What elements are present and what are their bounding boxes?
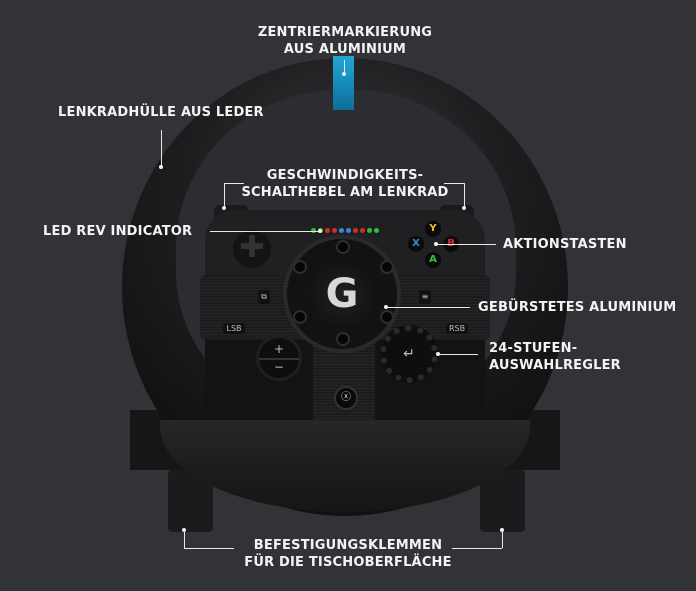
callout-line xyxy=(210,231,320,232)
callout-line xyxy=(344,60,345,74)
led-light xyxy=(346,228,351,233)
rsb-button[interactable]: RSB xyxy=(446,323,468,334)
ring-button[interactable] xyxy=(336,332,350,346)
menu-button[interactable]: ≡ xyxy=(419,290,431,304)
label-action-buttons: AKTIONSTASTEN xyxy=(503,237,627,252)
led-light xyxy=(367,228,372,233)
callout-line xyxy=(452,548,502,549)
callout-dot xyxy=(159,165,163,169)
label-centering-mark: ZENTRIERMARKIERUNG AUS ALUMINIUM xyxy=(257,25,433,57)
callout-line xyxy=(224,183,225,207)
led-light xyxy=(311,228,316,233)
ring-button[interactable] xyxy=(380,310,394,324)
led-light xyxy=(339,228,344,233)
plus-label: + xyxy=(273,342,285,356)
led-light xyxy=(353,228,358,233)
ring-button[interactable] xyxy=(293,310,307,324)
dpad[interactable]: ✚ xyxy=(233,230,271,268)
callout-line xyxy=(184,548,234,549)
lsb-button[interactable]: LSB xyxy=(223,323,245,334)
callout-dot xyxy=(384,305,388,309)
callout-dot xyxy=(318,229,322,233)
centering-mark-stripe xyxy=(333,56,354,110)
label-leather-cover: LENKRADHÜLLE AUS LEDER xyxy=(58,105,264,120)
ring-button[interactable] xyxy=(380,260,394,274)
callout-line xyxy=(502,530,503,548)
enter-icon: ↵ xyxy=(403,346,415,362)
label-shift-paddles: GESCHWINDIGKEITS- SCHALTHEBEL AM LENKRAD xyxy=(241,168,449,200)
label-led-rev-indicator: LED REV INDICATOR xyxy=(43,224,193,239)
y-button[interactable]: Y xyxy=(425,221,441,237)
led-light xyxy=(360,228,365,233)
minus-label: − xyxy=(259,358,299,374)
callout-line xyxy=(438,354,478,355)
callout-line xyxy=(184,530,185,548)
callout-dot xyxy=(434,242,438,246)
label-clamps: BEFESTIGUNGSKLEMMEN FÜR DIE TISCHOBERFLÄ… xyxy=(244,538,452,570)
view-button[interactable]: ⧉ xyxy=(258,290,270,304)
callout-line xyxy=(386,307,470,308)
a-button[interactable]: A xyxy=(425,252,441,268)
label-selector-dial: 24-STUFEN- AUSWAHLREGLER xyxy=(489,341,621,373)
callout-dot xyxy=(222,206,226,210)
callout-line xyxy=(436,244,496,245)
plus-minus-button[interactable]: + − xyxy=(256,335,302,381)
ring-button[interactable] xyxy=(336,240,350,254)
callout-line xyxy=(224,183,244,184)
label-brushed-aluminium: GEBÜRSTETES ALUMINIUM xyxy=(478,300,677,315)
callout-dot xyxy=(436,352,440,356)
callout-dot xyxy=(342,72,346,76)
led-light xyxy=(374,228,379,233)
bottom-rim xyxy=(160,420,530,512)
x-button[interactable]: X xyxy=(408,236,424,252)
callout-line xyxy=(464,183,465,207)
led-light xyxy=(325,228,330,233)
callout-dot xyxy=(462,206,466,210)
callout-line xyxy=(444,183,464,184)
ring-button[interactable] xyxy=(293,260,307,274)
callout-line xyxy=(161,130,162,166)
lower-spoke xyxy=(313,340,375,430)
led-light xyxy=(332,228,337,233)
xbox-button[interactable]: ⓧ xyxy=(334,386,358,410)
g-logo-button[interactable]: G xyxy=(308,261,376,329)
24-step-selector-dial[interactable]: ↵ xyxy=(380,325,438,383)
